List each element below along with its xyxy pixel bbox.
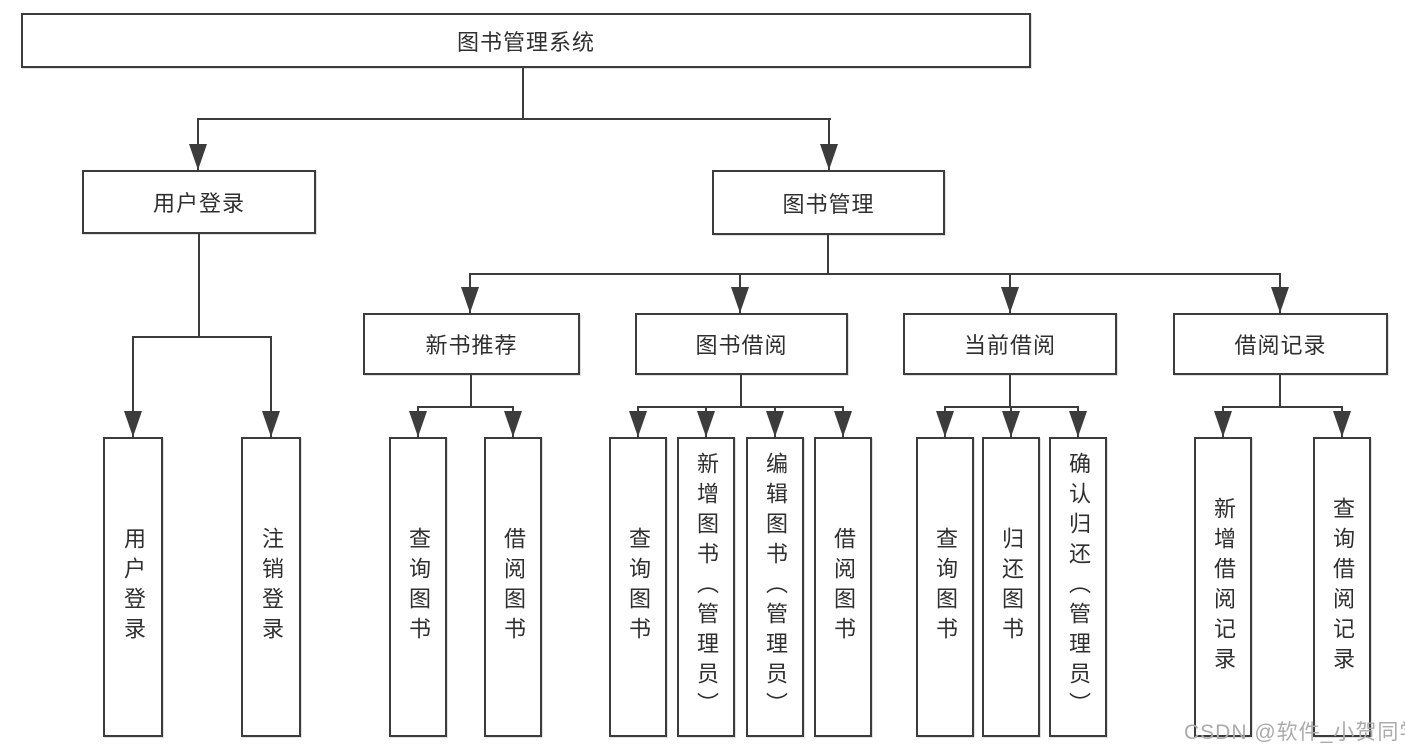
arrowhead-down-icon [1271,287,1289,313]
connector-line [1279,375,1281,406]
connector-line [827,235,829,273]
node-book-management-label: 图书管理 [782,191,875,217]
connector-line [740,375,742,406]
leaf-query-books-borrowing: 查询图书 [609,437,667,737]
leaf-edit-books-admin-label: 编辑图书（管理员） [763,452,788,722]
connector-line [417,406,514,408]
node-borrowing-records: 借阅记录 [1173,313,1388,375]
arrowhead-down-icon [820,144,838,170]
arrowhead-down-icon [1001,287,1019,313]
leaf-add-books-admin: 新增图书（管理员） [677,437,735,737]
node-new-book-recommend-label: 新书推荐 [425,333,518,358]
node-new-book-recommend: 新书推荐 [363,313,580,375]
leaf-return-books-label: 归还图书 [999,527,1024,647]
leaf-return-books: 归还图书 [982,437,1040,737]
leaf-query-books-recommend-label: 查询图书 [406,527,431,647]
leaf-add-borrow-record: 新增借阅记录 [1194,437,1252,737]
leaf-query-borrow-record: 查询借阅记录 [1313,437,1371,737]
leaf-confirm-return-admin: 确认归还（管理员） [1049,437,1107,737]
connector-line [132,336,134,437]
leaf-borrow-books-recommend: 借阅图书 [484,437,542,737]
connector-line [197,118,831,120]
node-library-system-label: 图书管理系统 [456,29,595,55]
leaf-borrow-books-label: 借阅图书 [831,527,856,647]
arrowhead-down-icon [189,144,207,170]
arrowhead-down-icon [766,411,784,437]
arrowhead-down-icon [124,411,142,437]
arrowhead-down-icon [1002,411,1020,437]
leaf-logout-label: 注销登录 [259,527,284,647]
leaf-query-books-borrowing-label: 查询图书 [626,527,651,647]
connector-line [522,68,524,118]
csdn-watermark: CSDN @软件_小贺同学 [1184,721,1405,744]
arrowhead-down-icon [697,411,715,437]
node-current-borrowing-label: 当前借阅 [963,333,1056,358]
node-user-login-label: 用户登录 [152,191,245,216]
leaf-borrow-books: 借阅图书 [814,437,872,737]
leaf-add-borrow-record-label: 新增借阅记录 [1211,497,1236,677]
node-borrowing-records-label: 借阅记录 [1234,333,1327,358]
node-book-management: 图书管理 [712,170,945,235]
arrowhead-down-icon [1333,411,1351,437]
connector-line [198,234,200,336]
connector-line [1222,406,1343,408]
connector-line [469,273,1281,275]
leaf-logout: 注销登录 [241,437,301,737]
leaf-query-books-recommend: 查询图书 [389,437,447,737]
node-current-borrowing: 当前借阅 [903,313,1117,375]
connector-line [637,406,844,408]
leaf-query-books-current: 查询图书 [916,437,974,737]
arrowhead-down-icon [731,287,749,313]
connector-line [1009,375,1011,406]
arrowhead-down-icon [1214,411,1232,437]
leaf-user-login: 用户登录 [103,437,163,737]
arrowhead-down-icon [409,411,427,437]
arrowhead-down-icon [1069,411,1087,437]
leaf-add-books-admin-label: 新增图书（管理员） [694,452,719,722]
leaf-edit-books-admin: 编辑图书（管理员） [746,437,804,737]
arrowhead-down-icon [461,287,479,313]
arrowhead-down-icon [262,411,280,437]
connector-line [470,375,472,406]
leaf-query-books-current-label: 查询图书 [933,527,958,647]
node-library-system: 图书管理系统 [21,13,1031,68]
leaf-query-borrow-record-label: 查询借阅记录 [1330,497,1355,677]
leaf-borrow-books-recommend-label: 借阅图书 [501,527,526,647]
connector-line [132,336,272,338]
arrowhead-down-icon [629,411,647,437]
leaf-confirm-return-admin-label: 确认归还（管理员） [1066,452,1091,722]
connector-line [270,336,272,437]
arrowhead-down-icon [936,411,954,437]
arrowhead-down-icon [504,411,522,437]
node-book-borrowing: 图书借阅 [635,313,848,375]
arrowhead-down-icon [834,411,852,437]
node-user-login: 用户登录 [82,170,316,234]
node-book-borrowing-label: 图书借阅 [695,333,788,358]
leaf-user-login-label: 用户登录 [121,527,146,647]
